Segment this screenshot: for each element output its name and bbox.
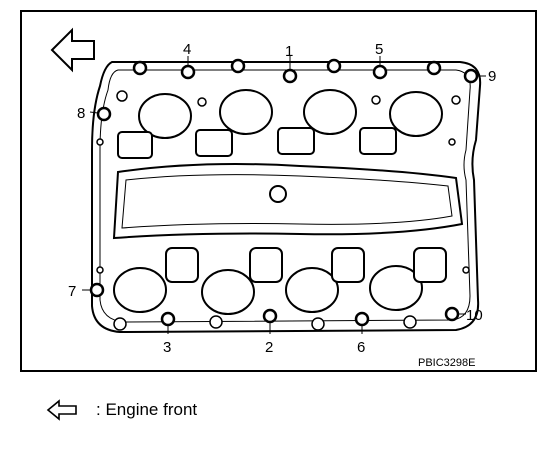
mounting-hole bbox=[197, 97, 207, 107]
bolt-5 bbox=[372, 64, 388, 80]
bolt-label-7: 7 bbox=[68, 283, 76, 300]
port-opening bbox=[285, 267, 339, 313]
port-opening bbox=[369, 265, 423, 311]
mounting-hole bbox=[462, 266, 470, 274]
bolt-10 bbox=[444, 306, 460, 322]
plenum-chamber bbox=[112, 163, 464, 240]
top-port-row bbox=[138, 89, 443, 139]
mounting-holes bbox=[96, 90, 470, 331]
bolt-label-4: 4 bbox=[183, 41, 191, 58]
bolt-6 bbox=[354, 311, 370, 327]
bolt-1 bbox=[282, 68, 298, 84]
top-stud bbox=[426, 60, 442, 76]
port-opening bbox=[138, 93, 192, 139]
runner-slot bbox=[277, 127, 315, 155]
bolt-label-5: 5 bbox=[375, 41, 383, 58]
runner-slot bbox=[249, 247, 283, 283]
plenum-inner bbox=[121, 174, 453, 229]
port-opening bbox=[113, 267, 167, 313]
bolt-label-10: 10 bbox=[466, 307, 483, 324]
runner-slot bbox=[165, 247, 199, 283]
bolt-4 bbox=[180, 64, 196, 80]
mounting-hole bbox=[403, 315, 417, 329]
port-opening bbox=[201, 269, 255, 315]
diagram-frame bbox=[20, 10, 537, 372]
runner-slot bbox=[413, 247, 447, 283]
bolt-8 bbox=[96, 106, 112, 122]
port-opening bbox=[389, 91, 443, 137]
bolt-2 bbox=[262, 308, 278, 324]
top-stud bbox=[132, 60, 148, 76]
engine-front-arrow-icon bbox=[50, 27, 95, 73]
bolt-9 bbox=[463, 68, 479, 84]
mounting-hole bbox=[96, 138, 104, 146]
bolt-label-2: 2 bbox=[265, 339, 273, 356]
port-opening bbox=[219, 89, 273, 135]
port-opening bbox=[303, 89, 357, 135]
runner-slot bbox=[359, 127, 397, 155]
mounting-hole bbox=[209, 315, 223, 329]
top-stud bbox=[326, 58, 342, 74]
bolt-7 bbox=[89, 282, 105, 298]
left-arrow-outline-icon bbox=[46, 399, 77, 421]
bottom-runner-slots bbox=[165, 247, 447, 283]
runner-slot bbox=[331, 247, 365, 283]
runner-slot bbox=[117, 131, 153, 159]
bolt-3 bbox=[160, 311, 176, 327]
mounting-hole bbox=[113, 317, 127, 331]
plenum-boss bbox=[269, 185, 287, 203]
mounting-hole bbox=[311, 317, 325, 331]
bolts bbox=[89, 58, 479, 327]
bolt-label-6: 6 bbox=[357, 339, 365, 356]
figure-code: PBIC3298E bbox=[418, 357, 475, 369]
bolt-label-3: 3 bbox=[163, 339, 171, 356]
bottom-port-row bbox=[113, 265, 423, 315]
mounting-hole bbox=[448, 138, 456, 146]
mounting-hole bbox=[116, 90, 128, 102]
legend-text: : Engine front bbox=[96, 400, 198, 419]
top-stud bbox=[230, 58, 246, 74]
legend: : Engine front bbox=[46, 398, 197, 422]
mounting-hole bbox=[451, 95, 461, 105]
runner-slot bbox=[195, 129, 233, 157]
leader-lines bbox=[82, 56, 486, 334]
bolt-label-9: 9 bbox=[488, 68, 496, 85]
gasket-outline bbox=[91, 61, 482, 334]
mounting-hole bbox=[96, 266, 104, 274]
top-runner-slots bbox=[117, 127, 397, 159]
mounting-hole bbox=[371, 95, 381, 105]
bolt-label-1: 1 bbox=[285, 43, 293, 60]
bolt-label-8: 8 bbox=[77, 105, 85, 122]
